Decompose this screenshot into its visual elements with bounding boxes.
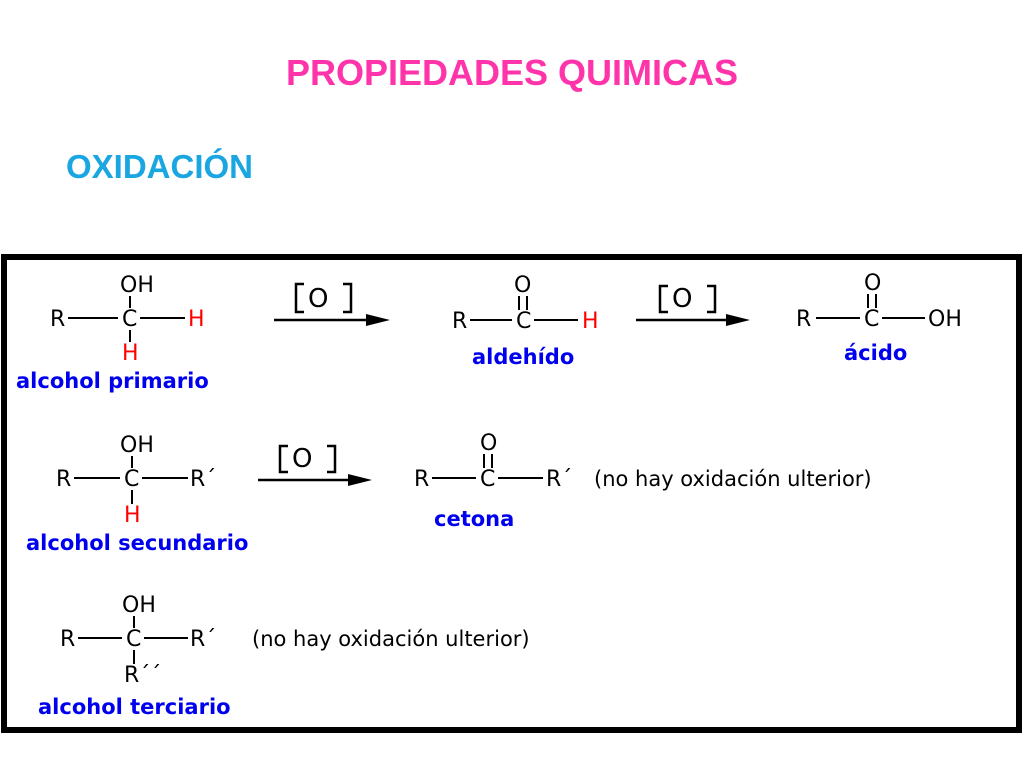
- acid-r-atom: R: [796, 307, 811, 332]
- acid-structure: O R C OH: [796, 271, 962, 332]
- bracket-right-2: [707, 284, 717, 314]
- secondary-oh-atom: OH: [120, 433, 154, 458]
- oxidant-symbol-3: O: [292, 444, 312, 474]
- acid-c-atom: C: [864, 307, 879, 332]
- tertiary-r-double-prime-atom: R´´: [124, 663, 161, 688]
- bracket-left-3: [278, 444, 288, 474]
- tertiary-r-atom: R: [60, 627, 75, 652]
- tertiary-alcohol-label: alcohol terciario: [38, 695, 231, 719]
- oxidation-diagram: OH R C H H alcohol primario O O R C H al…: [0, 254, 1024, 734]
- section-title: OXIDACIÓN: [66, 148, 254, 185]
- ketone-no-oxidation-note: (no hay oxidación ulterior): [594, 467, 872, 491]
- secondary-alcohol-label: alcohol secundario: [26, 531, 248, 555]
- aldehyde-r-atom: R: [452, 309, 467, 334]
- aldehyde-structure: O R C H: [452, 273, 599, 334]
- oxidation-arrow-3: O: [258, 444, 372, 486]
- page-title: PROPIEDADES QUIMICAS: [285, 52, 739, 93]
- aldehyde-o-atom: O: [514, 273, 531, 298]
- secondary-c-atom: C: [124, 467, 139, 492]
- ketone-c-atom: C: [480, 467, 495, 492]
- bracket-right-3: [327, 444, 337, 474]
- oxidant-symbol-1: O: [308, 284, 328, 314]
- tertiary-alcohol-structure: OH R C R´ R´´: [60, 593, 216, 688]
- primary-c-atom: C: [122, 307, 137, 332]
- aldehyde-h-atom: H: [582, 309, 599, 334]
- arrow-head-2: [726, 314, 750, 326]
- ketone-r-atom: R: [414, 467, 429, 492]
- primary-r-atom: R: [50, 307, 65, 332]
- aldehyde-c-atom: C: [516, 309, 531, 334]
- ketone-r-prime-atom: R´: [546, 467, 572, 492]
- ketone-o-atom: O: [480, 431, 497, 456]
- oxidation-arrow-1: O: [274, 282, 390, 326]
- arrow-head-3: [348, 474, 372, 486]
- oxidation-diagram-svg: OH R C H H alcohol primario O O R C H al…: [1, 254, 1022, 733]
- ketone-structure: O R C R´: [414, 431, 572, 492]
- secondary-r-prime-atom: R´: [190, 467, 216, 492]
- primary-h-down-atom: H: [122, 341, 139, 366]
- tertiary-c-atom: C: [126, 627, 141, 652]
- bracket-right-1: [343, 282, 353, 314]
- tertiary-no-oxidation-note: (no hay oxidación ulterior): [252, 627, 530, 651]
- diagram-frame-border: [1, 254, 1022, 733]
- tertiary-r-prime-atom: R´: [190, 627, 216, 652]
- bracket-left-2: [658, 284, 668, 314]
- primary-oh-atom: OH: [120, 273, 154, 298]
- acid-oh-atom: OH: [928, 307, 962, 332]
- primary-h-right-atom: H: [188, 307, 205, 332]
- tertiary-oh-atom: OH: [122, 593, 156, 618]
- primary-alcohol-label: alcohol primario: [16, 369, 209, 393]
- ketone-label: cetona: [434, 507, 514, 531]
- aldehyde-label: aldehído: [472, 345, 574, 369]
- arrow-head-1: [366, 314, 390, 326]
- acid-o-atom: O: [864, 271, 881, 296]
- secondary-alcohol-structure: OH R C R´ H: [56, 433, 216, 528]
- bracket-left-1: [294, 282, 304, 314]
- oxidant-symbol-2: O: [672, 284, 692, 314]
- acid-label: ácido: [844, 341, 907, 365]
- secondary-r-atom: R: [56, 467, 71, 492]
- secondary-h-down-atom: H: [124, 503, 141, 528]
- primary-alcohol-structure: OH R C H H: [50, 273, 205, 366]
- oxidation-arrow-2: O: [636, 284, 750, 326]
